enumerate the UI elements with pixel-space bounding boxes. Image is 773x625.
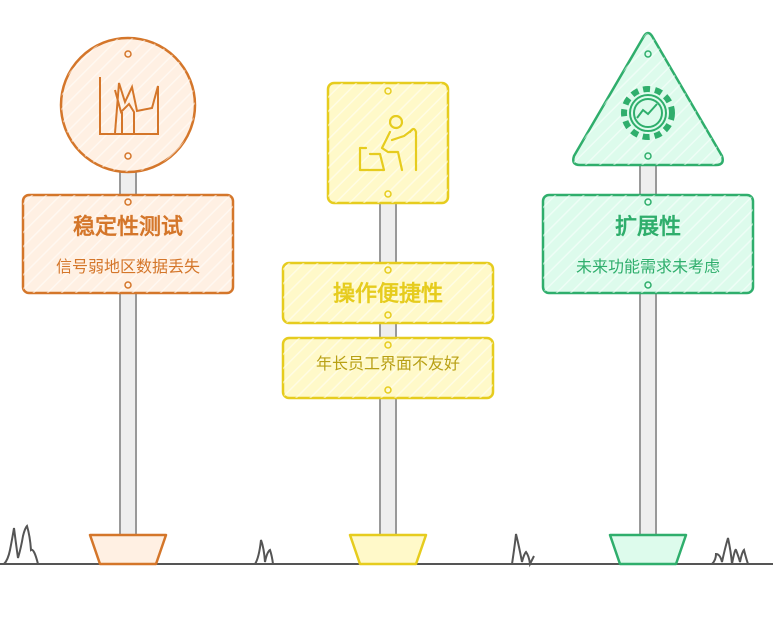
base bbox=[88, 533, 168, 566]
broken-chart-icon bbox=[99, 77, 159, 135]
sign-usability: 操作便捷性 年长员工界面不友好 bbox=[281, 81, 495, 566]
sign-title: 扩展性 bbox=[615, 215, 681, 240]
sign-scalability: 扩展性 未来功能需求未考虑 bbox=[541, 31, 755, 566]
sign-subtitle: 信号弱地区数据丢失 bbox=[56, 257, 200, 276]
sign-stability: 稳定性测试 信号弱地区数据丢失 bbox=[21, 36, 235, 566]
gear-chart-icon bbox=[621, 86, 675, 140]
sign-title: 操作便捷性 bbox=[333, 282, 443, 307]
base bbox=[608, 533, 688, 566]
sign-subtitle: 年长员工界面不友好 bbox=[316, 354, 460, 373]
sign-subtitle: 未来功能需求未考虑 bbox=[576, 257, 720, 276]
base bbox=[348, 533, 428, 566]
sign-title: 稳定性测试 bbox=[73, 214, 183, 240]
elderly-person-icon bbox=[358, 114, 418, 172]
